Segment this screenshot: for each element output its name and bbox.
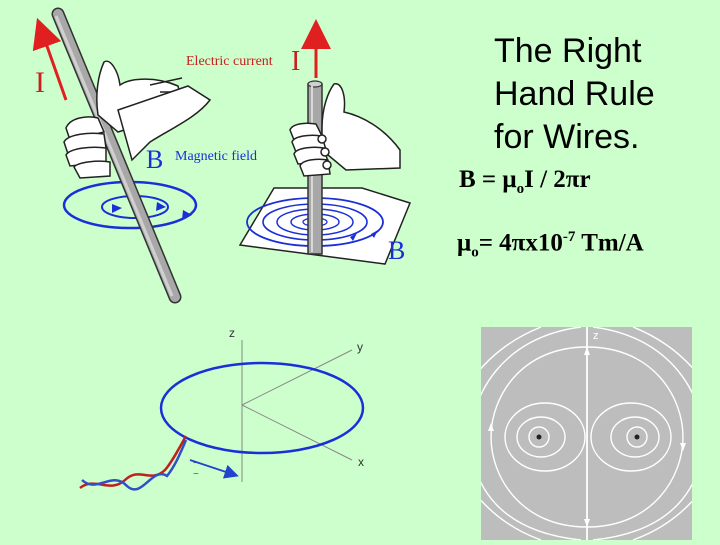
mu-units: Tm/A — [575, 229, 644, 257]
mu-value: = 4πx10 — [478, 229, 563, 257]
tilted-wire — [51, 7, 182, 304]
field-equation: B = μoI / 2πr — [459, 166, 591, 198]
twisted-wire-strand-red — [79, 435, 188, 490]
axis-y-label: y — [357, 340, 363, 354]
title-line-1: The Right — [494, 32, 642, 70]
field-equation-rhs: I / 2πr — [524, 166, 591, 193]
axis-tick: − — [193, 469, 199, 480]
current-symbol-right: I — [291, 46, 300, 77]
mu-subscript: o — [471, 244, 479, 261]
axis-z-label: z — [229, 326, 235, 340]
field-arrowhead — [156, 202, 166, 211]
permeability-equation: μo= 4πx10-7 Tm/A — [457, 229, 644, 261]
field-lines-panel: z — [460, 326, 714, 541]
twisted-wire-strand-blue — [81, 439, 188, 491]
b-symbol-right: B — [388, 236, 405, 265]
current-arrow-left — [32, 17, 68, 101]
axis-tick: − — [193, 458, 199, 469]
field-arrowhead — [112, 204, 122, 213]
field-plane — [238, 187, 412, 265]
coordinate-axes — [241, 340, 353, 482]
left-hand — [63, 60, 212, 179]
magnetic-field-label: Magnetic field — [175, 149, 257, 164]
field-arrowhead — [182, 210, 192, 220]
mu-exponent: -7 — [562, 229, 576, 245]
mu-symbol: μ — [457, 229, 472, 257]
current-symbol-left: I — [35, 66, 45, 99]
title-line-3: for Wires. — [494, 118, 640, 156]
field-lines-plot: z — [460, 326, 714, 541]
panel-z-label: z — [593, 330, 599, 342]
field-equation-lhs: B = μ — [459, 166, 517, 193]
right-hand — [289, 83, 401, 177]
axis-x-label: x — [358, 455, 364, 469]
current-direction-arrow — [189, 459, 239, 479]
electric-current-label: Electric current — [186, 54, 273, 69]
b-symbol-left: B — [146, 145, 163, 174]
slide-title: The Right Hand Rule for Wires. — [494, 30, 714, 159]
title-line-2: Hand Rule — [494, 75, 655, 113]
field-equation-sub: o — [516, 181, 525, 197]
current-loop — [159, 361, 365, 455]
